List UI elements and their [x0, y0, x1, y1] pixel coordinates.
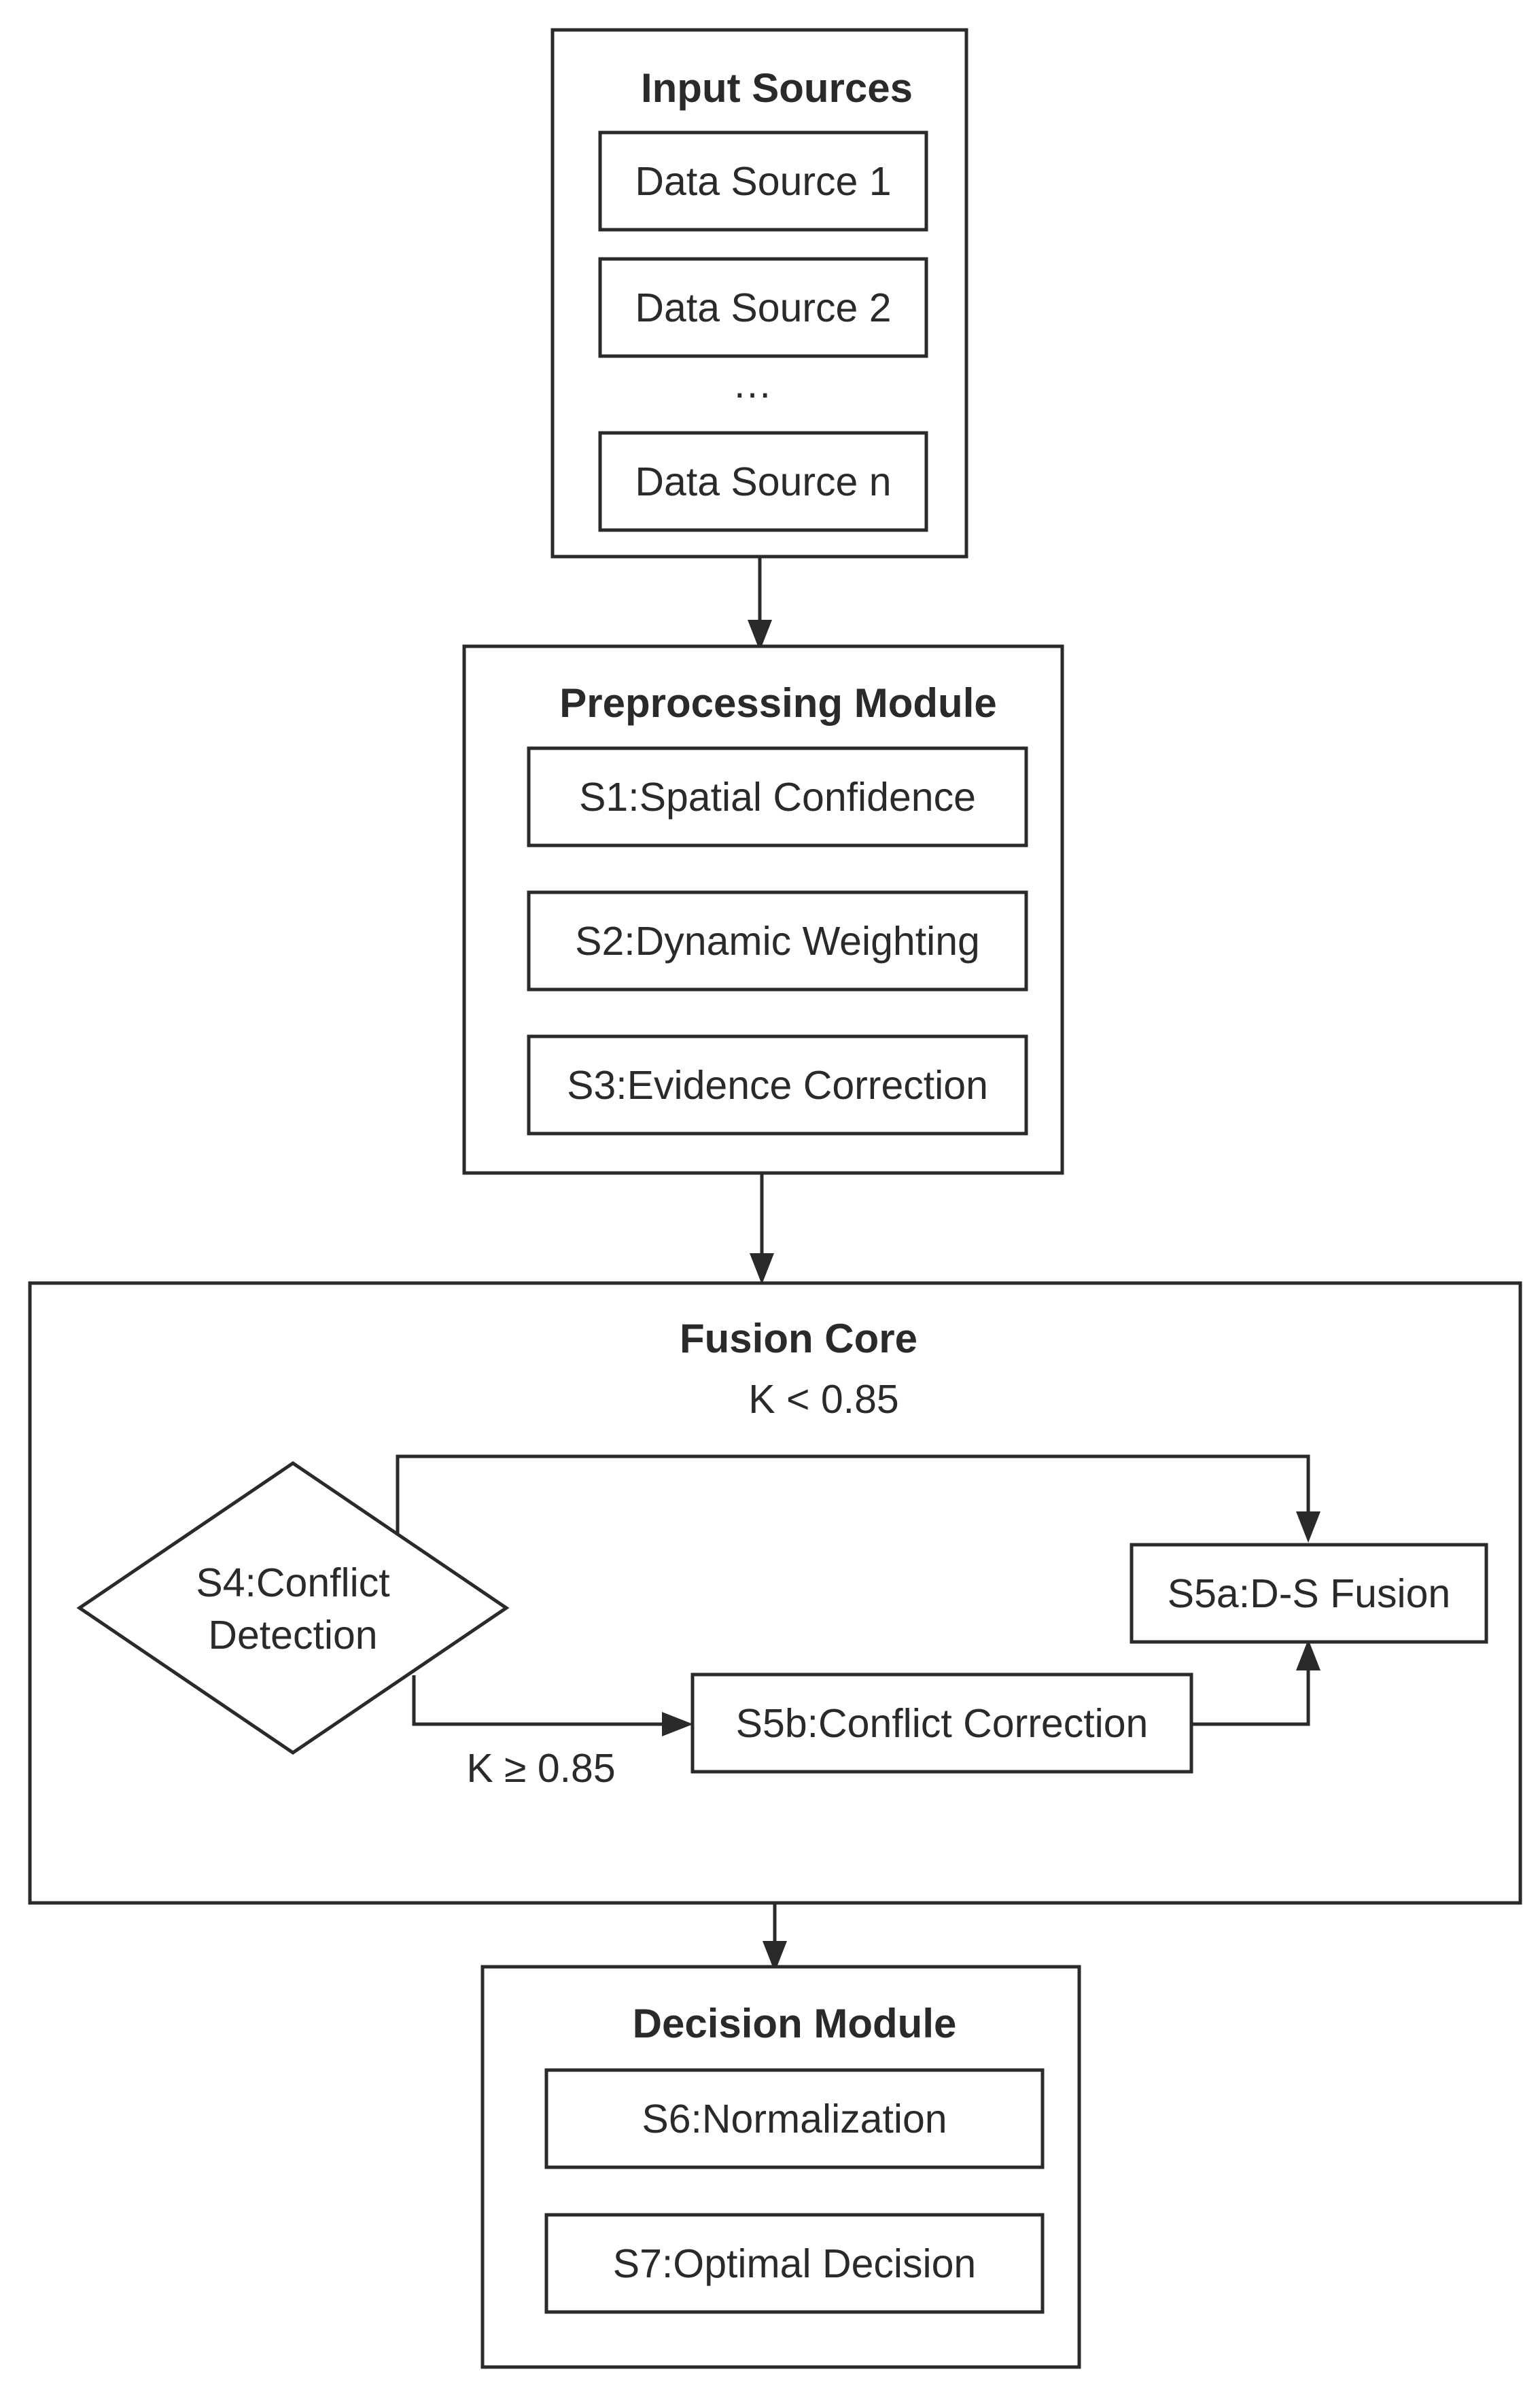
preprocessing-title: Preprocessing Module — [559, 680, 996, 726]
edge-conflict-correction-to-ds-fusion — [1191, 1639, 1320, 1726]
edge-k-high-to-conflict-correction — [412, 1675, 693, 1736]
s5b-conflict-correction-box[interactable] — [690, 1673, 1193, 1774]
s7-optimal-decision-label: S7:Optimal Decision — [613, 2241, 977, 2286]
s5a-ds-fusion-box[interactable] — [1130, 1543, 1488, 1644]
decision-module-title: Decision Module — [633, 2001, 957, 2046]
arrow-input-to-preprocessing — [748, 557, 772, 651]
data-source-1-label: Data Source 1 — [635, 159, 891, 204]
branch-label-k-high: K ≥ 0.85 — [466, 1746, 615, 1791]
s3-evidence-correction-box[interactable] — [527, 1034, 1028, 1136]
s2-dynamic-weighting-label: S2:Dynamic Weighting — [575, 919, 980, 964]
arrow-fusion-to-decision — [763, 1903, 787, 1972]
edge-k-low-to-ds-fusion — [396, 1454, 1320, 1543]
s6-normalization-label: S6:Normalization — [642, 2097, 947, 2141]
fusion-core-title: Fusion Core — [680, 1316, 917, 1361]
data-source-ellipsis: … — [733, 362, 773, 406]
data-source-2-box[interactable] — [598, 257, 928, 358]
s4-conflict-detection-diamond[interactable] — [76, 1460, 510, 1755]
s4-conflict-detection-line1: S4:Conflict — [196, 1560, 389, 1605]
s5b-conflict-correction-label: S5b:Conflict Correction — [736, 1701, 1149, 1746]
s1-spatial-confidence-box[interactable] — [527, 746, 1028, 847]
input-sources-module: Input Sources Data Source 1 Data Source … — [550, 28, 968, 559]
branch-label-k-low: K < 0.85 — [748, 1377, 898, 1422]
preprocessing-module: Preprocessing Module S1:Spatial Confiden… — [462, 644, 1064, 1175]
s3-evidence-correction-label: S3:Evidence Correction — [567, 1063, 988, 1108]
decision-module: Decision Module S6:Normalization S7:Opti… — [480, 1965, 1081, 2369]
arrow-preprocessing-to-fusion — [750, 1173, 774, 1284]
s2-dynamic-weighting-box[interactable] — [527, 890, 1028, 992]
data-source-n-box[interactable] — [598, 431, 928, 532]
s7-optimal-decision-box[interactable] — [544, 2213, 1045, 2314]
fusion-core-module: Fusion Core K < 0.85 K ≥ 0.85 S4:Conflic… — [28, 1281, 1522, 1905]
data-source-2-label: Data Source 2 — [635, 285, 891, 330]
input-sources-title: Input Sources — [641, 65, 913, 111]
s4-conflict-detection-line2: Detection — [208, 1613, 377, 1658]
s5a-ds-fusion-label: S5a:D-S Fusion — [1168, 1571, 1450, 1616]
data-source-1-box[interactable] — [598, 130, 928, 232]
s6-normalization-box[interactable] — [544, 2068, 1045, 2169]
data-source-n-label: Data Source n — [635, 459, 891, 504]
s1-spatial-confidence-label: S1:Spatial Confidence — [579, 775, 976, 820]
